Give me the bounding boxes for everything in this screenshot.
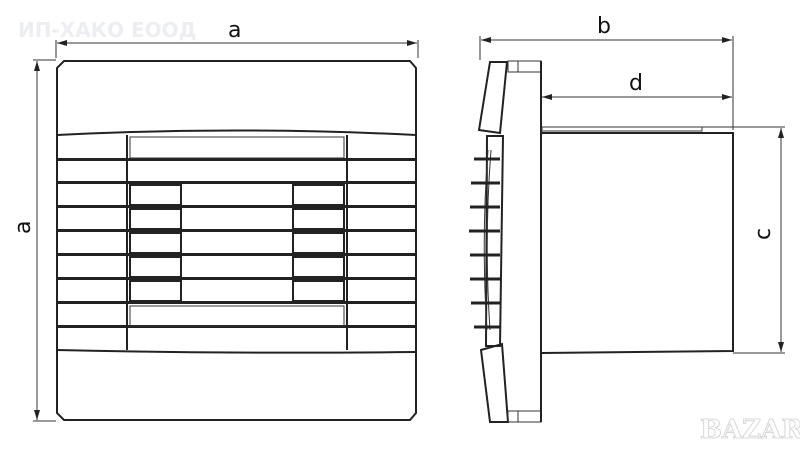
grille-opening bbox=[292, 256, 345, 278]
dimension-a-vertical: a bbox=[11, 59, 56, 422]
dimension-a-horizontal: a bbox=[55, 18, 419, 58]
dimension-d: d bbox=[542, 71, 732, 100]
grille-opening bbox=[129, 184, 182, 206]
dimension-label-d: d bbox=[629, 71, 643, 96]
grille-opening bbox=[292, 280, 345, 302]
grille-opening bbox=[292, 232, 345, 254]
side-view bbox=[469, 60, 734, 423]
dimension-c: c bbox=[700, 126, 785, 354]
grille-opening bbox=[129, 280, 182, 302]
grille-opening bbox=[129, 256, 182, 278]
louver-slat bbox=[57, 229, 416, 232]
grille-opening bbox=[292, 208, 345, 230]
dimension-label-c: c bbox=[751, 228, 776, 240]
grille-bar bbox=[129, 305, 345, 327]
louver-slat bbox=[57, 301, 416, 304]
grille-opening bbox=[292, 184, 345, 206]
watermark-text: ИП-ХАКО ЕООД bbox=[18, 18, 196, 42]
grille-opening bbox=[129, 208, 182, 230]
dimension-label-b: b bbox=[597, 14, 611, 39]
louver-slat bbox=[57, 158, 416, 161]
dimension-b: b bbox=[479, 14, 734, 130]
dimension-label-a-vertical: a bbox=[11, 221, 36, 234]
louver-slat bbox=[57, 253, 416, 256]
louver-slat bbox=[57, 277, 416, 280]
grille-opening bbox=[129, 232, 182, 254]
louver-slat bbox=[57, 181, 416, 184]
front-view bbox=[56, 60, 417, 421]
dimension-label-a: a bbox=[228, 18, 241, 43]
louver-slat bbox=[57, 205, 416, 208]
bazar-watermark-logo: BAZAR bbox=[700, 415, 800, 445]
